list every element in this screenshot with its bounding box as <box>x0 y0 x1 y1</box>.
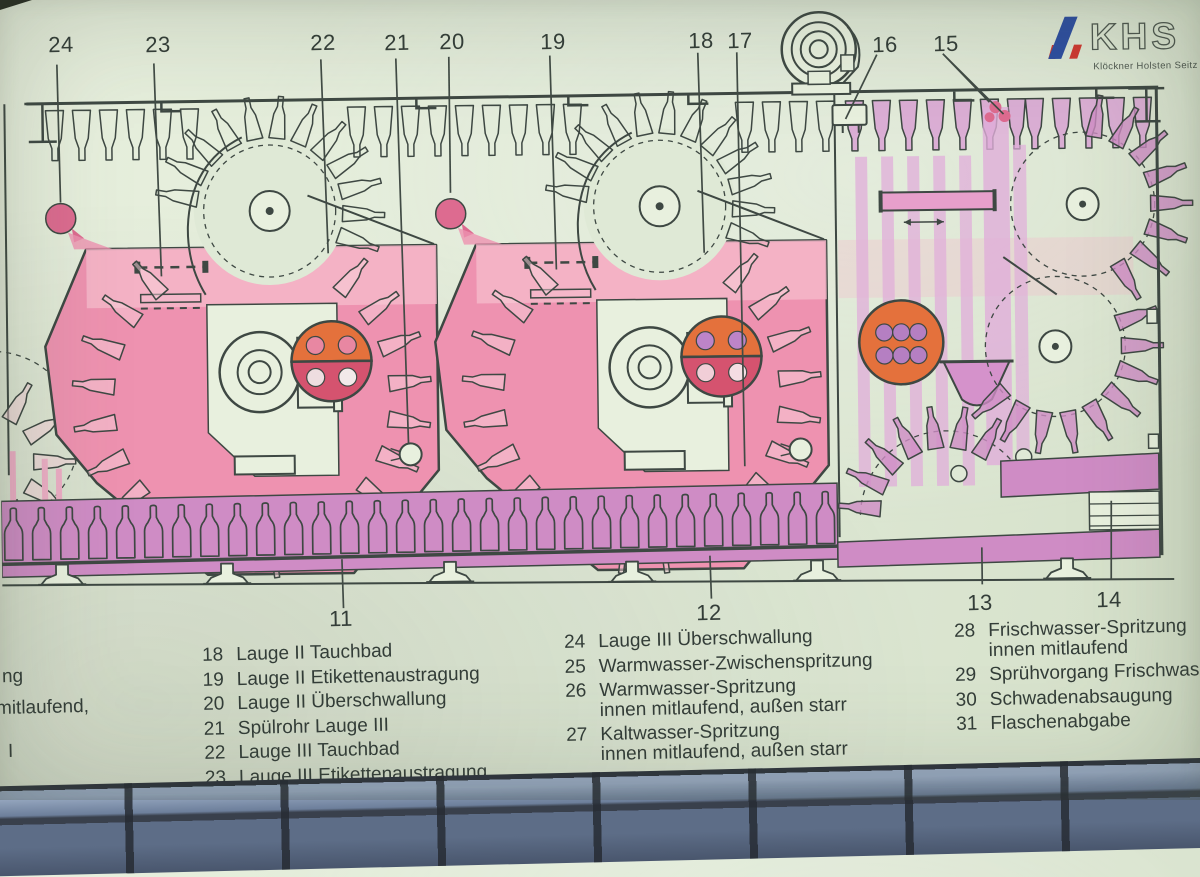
callout-19: 19 <box>540 28 566 55</box>
callout-15: 15 <box>933 30 959 57</box>
legend-item-26-sub: innen mitlaufend, außen starr <box>599 694 848 721</box>
khs-logo: KHS Klöckner Holsten Seitz <box>1048 13 1199 73</box>
callout-17: 17 <box>727 27 753 54</box>
callout-14: 14 <box>1096 586 1122 613</box>
vapor-extraction-blower <box>780 11 868 134</box>
heat-exchanger-circle <box>858 299 945 386</box>
spray-manifold-bar <box>879 190 996 212</box>
legend-item-28-sub: innen mitlaufend <box>988 636 1129 661</box>
callout-21: 21 <box>384 29 410 56</box>
bottle-washer-diagram <box>0 11 1194 609</box>
leader-lines <box>56 52 1113 609</box>
legend-partial-ng: ng <box>1 665 24 688</box>
bath2-heater-dots <box>305 335 358 388</box>
callout-13: 13 <box>967 589 993 616</box>
callout-22: 22 <box>310 29 336 56</box>
callout-20: 20 <box>439 28 465 55</box>
logo-blue-mark <box>1048 16 1078 60</box>
legend-partial-mitlaufend: mitlaufend, <box>0 695 90 720</box>
logo-wordmark: KHS <box>1090 15 1181 57</box>
ground-line <box>2 577 1175 587</box>
callout-23: 23 <box>145 31 171 58</box>
return-conveyor <box>0 482 1161 579</box>
discharge-band <box>1000 452 1160 498</box>
callout-11: 11 <box>328 605 354 632</box>
spray-nozzle <box>984 112 995 123</box>
legend-partial-i: I <box>7 740 14 763</box>
callout-16: 16 <box>872 31 898 58</box>
discharge-table <box>1088 490 1161 531</box>
freshwater-section <box>833 93 1194 538</box>
callout-24: 24 <box>48 31 74 58</box>
machine-frame <box>24 85 1165 556</box>
legend-item-27-sub: innen mitlaufend, außen starr <box>600 738 849 765</box>
logo-subtitle: Klöckner Holsten Seitz <box>1093 59 1198 73</box>
callout-12: 12 <box>696 599 722 626</box>
callout-18: 18 <box>688 27 714 54</box>
